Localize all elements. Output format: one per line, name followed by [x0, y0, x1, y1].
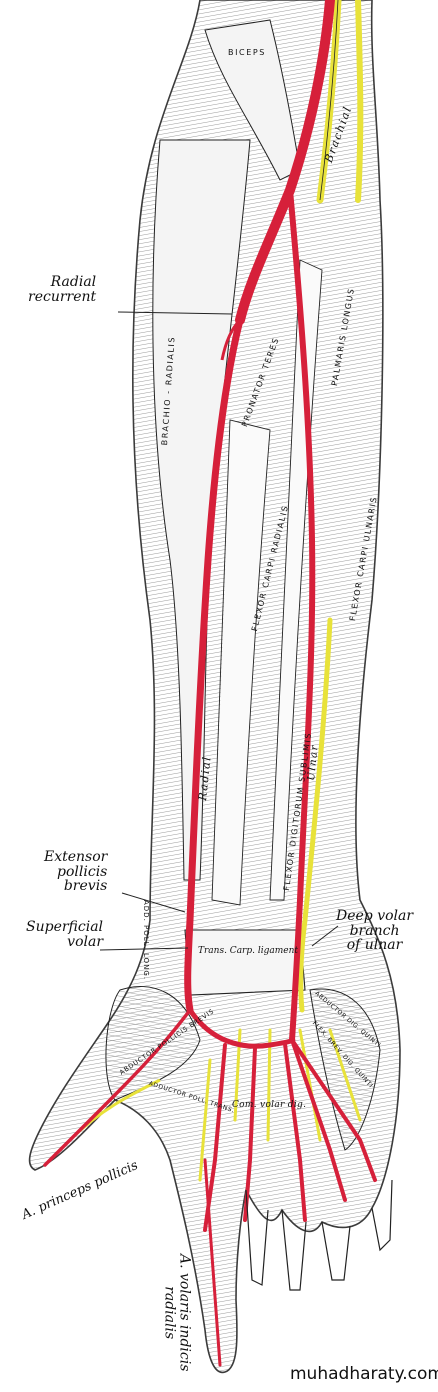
volaris-indicis-radialis-artery [203, 1158, 222, 1367]
ulnar-nerve [355, 0, 364, 203]
common-digital-arteries [203, 1038, 377, 1232]
com-volar-dig-label: Com. volar dig. [232, 1100, 307, 1110]
watermark: muhadharaty.com [290, 1364, 438, 1384]
add-poll-long-label: ADD. POLL. LONG. [142, 900, 150, 981]
radial-artery [184, 316, 244, 1014]
label-radial-recurrent: Radial recurrent [28, 274, 97, 305]
ulnar-artery [287, 187, 316, 1043]
label-volaris-indicis-radialis: A. volaris indicis radialis [161, 1253, 193, 1372]
ulnar-nerve-lower [298, 617, 333, 1013]
leader-extensor-pollicis [121, 892, 186, 913]
biceps-label: BICEPS [228, 48, 266, 57]
princeps-pollicis-artery [43, 1008, 192, 1167]
thenar-eminence [105, 986, 201, 1101]
digital-nerves [198, 1028, 362, 1182]
leader-superficial-volar [99, 947, 189, 951]
radial-recurrent-artery [220, 318, 242, 361]
finger-outlines [245, 1179, 393, 1291]
label-deep-volar-branch: Deep volar branch of ulnar [336, 908, 414, 954]
median-nerve-outline [319, 0, 339, 201]
label-extensor-pollicis-brevis: Extensor pollicis brevis [44, 849, 108, 895]
leader-deep-volar [311, 925, 339, 947]
hypothenar-eminence [309, 988, 381, 1151]
trans-carp-ligament-label: Trans. Carp. ligament [198, 946, 299, 956]
label-superficial-volar: Superficial volar [26, 919, 104, 950]
leader-radial-recurrent [117, 311, 233, 315]
transverse-carpal-ligament [184, 929, 306, 996]
